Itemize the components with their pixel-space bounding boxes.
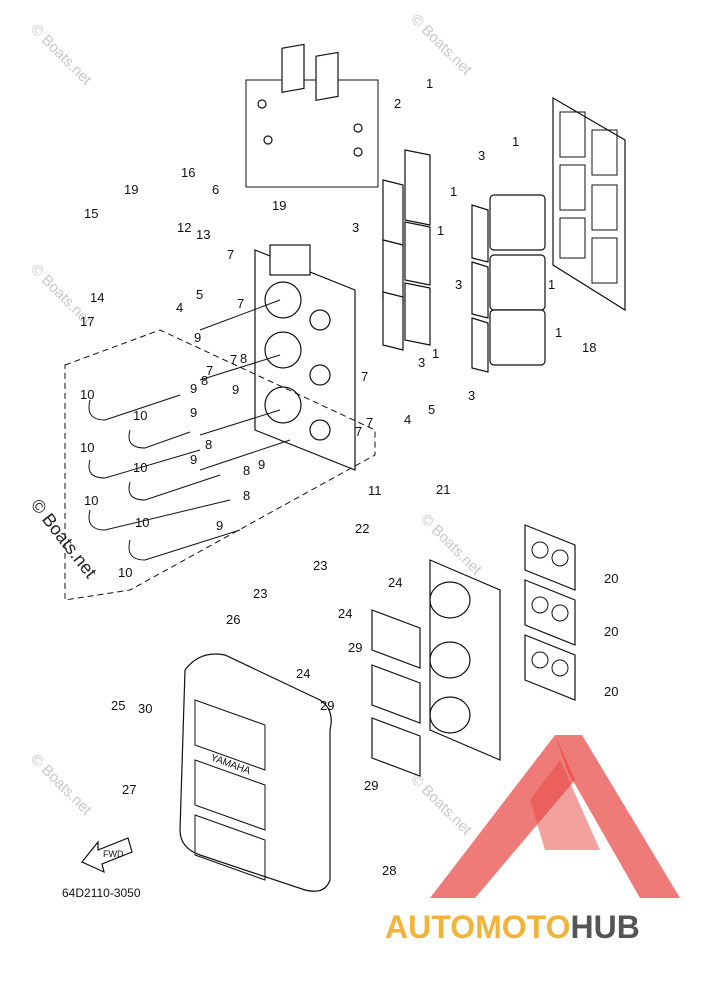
callout-4: 4 — [176, 300, 183, 315]
callout-24: 24 — [388, 575, 402, 590]
intake-section — [371, 524, 576, 777]
callout-17: 17 — [80, 314, 94, 329]
callout-8: 8 — [205, 437, 212, 452]
callout-3: 3 — [418, 355, 425, 370]
callout-10: 10 — [135, 515, 149, 530]
callout-5: 5 — [428, 402, 435, 417]
callout-30: 30 — [138, 701, 152, 716]
callout-28: 28 — [382, 863, 396, 878]
callout-9: 9 — [216, 518, 223, 533]
watermark-text: © Boats.net — [407, 771, 475, 839]
callout-14: 14 — [90, 290, 104, 305]
callout-29: 29 — [364, 778, 378, 793]
callout-19: 19 — [272, 198, 286, 213]
callout-10: 10 — [118, 565, 132, 580]
callout-10: 10 — [80, 387, 94, 402]
callout-10: 10 — [133, 460, 147, 475]
callout-3: 3 — [352, 220, 359, 235]
diagram-code: 64D2110-3050 — [62, 886, 141, 900]
callout-5: 5 — [196, 287, 203, 302]
callout-7: 7 — [206, 363, 213, 378]
carburetor-assembly — [199, 244, 356, 471]
callout-1: 1 — [548, 277, 555, 292]
callout-6: 6 — [212, 182, 219, 197]
callout-27: 27 — [122, 782, 136, 797]
callout-15: 15 — [84, 206, 98, 221]
callouts: 1 2 3 1 1 3 1 3 1 1 1 3 3 18 16 19 6 19 … — [80, 76, 618, 878]
callout-20: 20 — [604, 571, 618, 586]
callout-18: 18 — [582, 340, 596, 355]
callout-9: 9 — [190, 452, 197, 467]
fwd-label: FWD — [103, 849, 124, 859]
callout-8: 8 — [201, 373, 208, 388]
callout-12: 12 — [177, 220, 191, 235]
callout-10: 10 — [84, 493, 98, 508]
callout-8: 8 — [243, 488, 250, 503]
logo-text-part1: AUTOMOTO — [385, 909, 570, 945]
inset-detail — [245, 43, 379, 188]
callout-24: 24 — [338, 606, 352, 621]
callout-23: 23 — [313, 558, 327, 573]
callout-3: 3 — [468, 388, 475, 403]
callout-25: 25 — [111, 698, 125, 713]
callout-1: 1 — [512, 134, 519, 149]
callout-26: 26 — [226, 612, 240, 627]
callout-4: 4 — [404, 412, 411, 427]
callout-16: 16 — [181, 165, 195, 180]
callout-22: 22 — [355, 521, 369, 536]
callout-9: 9 — [190, 405, 197, 420]
callout-20: 20 — [604, 684, 618, 699]
watermark-text: © Boats.net — [27, 21, 95, 89]
callout-1: 1 — [432, 346, 439, 361]
callout-8: 8 — [243, 463, 250, 478]
callout-24: 24 — [296, 666, 310, 681]
watermark-text: © Boats.net — [27, 751, 95, 819]
logo-text-part2: HUB — [570, 909, 639, 945]
callout-29: 29 — [320, 698, 334, 713]
callout-10: 10 — [133, 408, 147, 423]
callout-8: 8 — [240, 351, 247, 366]
callout-9: 9 — [258, 457, 265, 472]
callout-9: 9 — [194, 330, 201, 345]
fwd-arrow-icon: FWD — [81, 837, 133, 874]
reed-valve-column-2 — [471, 194, 546, 373]
assembly-boundary — [64, 329, 376, 601]
logo-triangle-right — [555, 735, 680, 898]
callout-11: 11 — [368, 483, 382, 498]
callout-29: 29 — [348, 640, 362, 655]
watermark-text: © Boats.net — [407, 11, 475, 79]
callout-10: 10 — [80, 440, 94, 455]
callout-9: 9 — [190, 381, 197, 396]
callout-13: 13 — [196, 227, 210, 242]
callout-1: 1 — [437, 223, 444, 238]
silencer-cover-27 — [179, 653, 332, 892]
logo-triangle-left — [430, 735, 575, 898]
callout-1: 1 — [555, 325, 562, 340]
callout-7: 7 — [237, 296, 244, 311]
hoses-10 — [88, 394, 241, 561]
callout-7: 7 — [366, 415, 373, 430]
callout-2: 2 — [394, 96, 401, 111]
callout-1: 1 — [426, 76, 433, 91]
gasket-18 — [552, 96, 626, 312]
logo-triangle-inner — [530, 760, 600, 850]
callout-19: 19 — [124, 182, 138, 197]
automotohub-logo: AUTOMOTOHUB — [385, 735, 680, 945]
callout-23: 23 — [253, 586, 267, 601]
watermark-text-dark: © Boats.net — [27, 495, 101, 582]
callout-3: 3 — [455, 277, 462, 292]
callout-7: 7 — [361, 369, 368, 384]
callout-7: 7 — [230, 352, 237, 367]
callout-7: 7 — [355, 424, 362, 439]
callout-9: 9 — [232, 382, 239, 397]
callout-21: 21 — [436, 482, 450, 497]
reed-valve-column-1 — [382, 149, 431, 351]
logo-text: AUTOMOTOHUB — [385, 909, 640, 945]
callout-7: 7 — [227, 247, 234, 262]
callout-3: 3 — [478, 148, 485, 163]
callout-20: 20 — [604, 624, 618, 639]
callout-1: 1 — [450, 184, 457, 199]
